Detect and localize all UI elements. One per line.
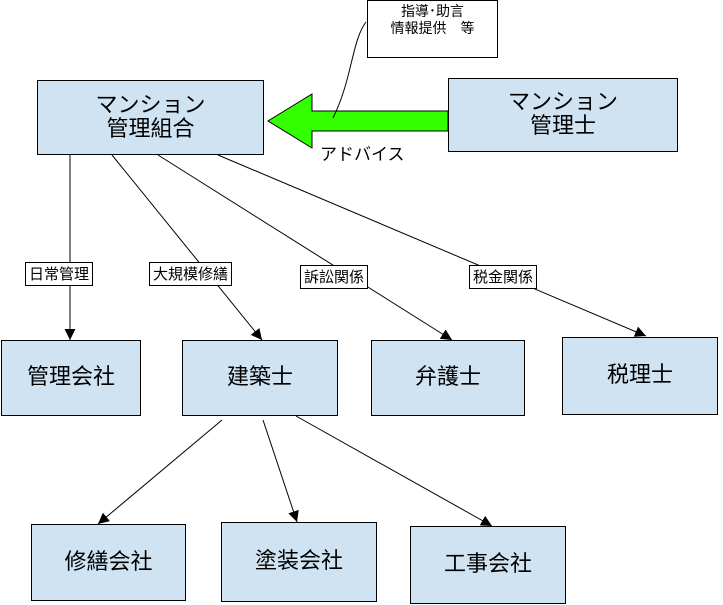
node-kanrishi-line1: マンション — [507, 90, 618, 115]
edge-kouji — [295, 415, 493, 527]
edge-daikibo — [111, 154, 263, 341]
edge-zeikin — [217, 154, 647, 337]
edge-shuzen — [97, 419, 223, 525]
node-zeirishi-label: 税理士 — [606, 363, 673, 388]
node-zeirishi: 税理士 — [562, 337, 718, 415]
edge-label-daikibo: 大規模修繕 — [149, 262, 233, 286]
node-kanrishi-line2: 管理士 — [529, 114, 596, 139]
advice-label: アドバイス — [320, 145, 405, 165]
node-kanri-kumiai-line1: マンション — [95, 92, 206, 118]
node-kanri-kumiai: マンション 管理組合 — [37, 80, 264, 155]
node-tosou-kaisha-label: 塗装会社 — [254, 549, 343, 574]
node-bengoshi-label: 弁護士 — [414, 365, 481, 390]
edge-tosou — [262, 419, 299, 523]
node-kenchikushi-label: 建築士 — [226, 365, 293, 390]
edge-label-zeikin: 税金関係 — [469, 265, 538, 289]
edge-label-soshou: 訴訟関係 — [300, 265, 369, 289]
node-kouji-kaisha-label: 工事会社 — [443, 552, 532, 577]
node-kouji-kaisha: 工事会社 — [410, 526, 566, 604]
node-kenchikushi: 建築士 — [182, 340, 338, 416]
edge-soshou — [157, 154, 453, 341]
node-shuzen-kaisha-label: 修繕会社 — [64, 549, 153, 575]
advice-note-line1: 指導･助言 — [401, 4, 464, 20]
advice-arrow — [267, 93, 449, 149]
node-kanri-kumiai-line2: 管理組合 — [106, 116, 195, 142]
advice-note: 指導･助言 情報提供 等 — [367, 0, 498, 58]
node-tosou-kaisha: 塗装会社 — [221, 522, 377, 602]
node-kanri-kaisha-label: 管理会社 — [26, 365, 115, 390]
advice-note-line2: 情報提供 等 — [390, 21, 475, 37]
edge-label-nichijou: 日常管理 — [25, 262, 94, 286]
node-kanri-kaisha: 管理会社 — [1, 340, 141, 416]
note-callout-line — [332, 21, 367, 119]
node-shuzen-kaisha: 修繕会社 — [31, 524, 186, 601]
node-bengoshi: 弁護士 — [371, 340, 525, 416]
node-kanrishi: マンション 管理士 — [448, 78, 678, 152]
